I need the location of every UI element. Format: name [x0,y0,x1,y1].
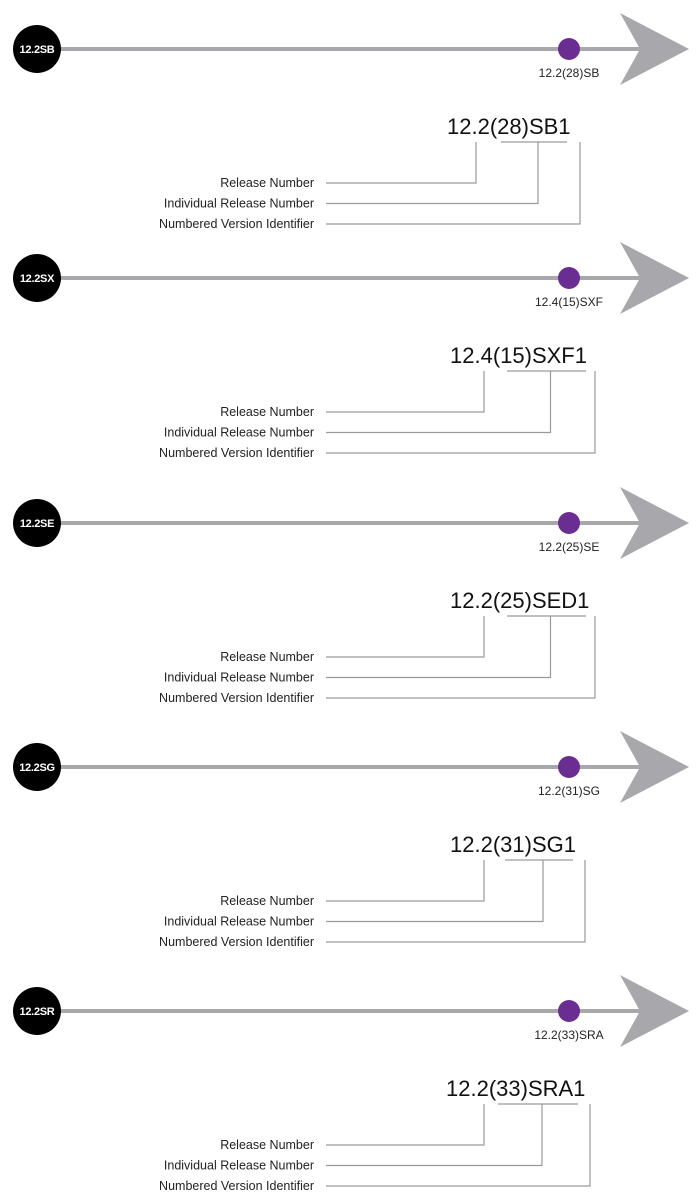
release-marker-dot [558,38,580,60]
arrow-head-icon [620,242,689,314]
release-marker-dot [558,756,580,778]
legend-release-number: Release Number [220,894,314,908]
legend-individual-release-number: Individual Release Number [164,197,314,211]
legend-numbered-version-identifier: Numbered Version Identifier [159,446,314,460]
train-label: 12.2SB [20,44,55,56]
train-label: 12.2SG [19,762,55,774]
bracket-numbered-version-identifier [326,142,581,225]
version-string: 12.2(31)SG1 [450,832,576,857]
version-string: 12.2(28)SB1 [447,114,571,139]
legend-release-number: Release Number [220,176,314,190]
train-circle [13,254,61,302]
bracket-individual-release-number [326,616,552,679]
legend-individual-release-number: Individual Release Number [164,1159,314,1173]
release-marker-label: 12.2(25)SE [539,540,600,554]
legend-release-number: Release Number [220,1138,314,1152]
bracket-numbered-version-identifier [326,616,596,699]
version-string: 12.2(25)SED1 [450,588,589,613]
bracket-numbered-version-identifier [326,1104,591,1187]
bracket-numbered-version-identifier [326,371,596,454]
legend-individual-release-number: Individual Release Number [164,915,314,929]
bracket-numbered-version-identifier [326,860,586,943]
train-circle [13,499,61,547]
bracket-individual-release-number [326,142,539,205]
arrow-head-icon [620,975,689,1047]
bracket-release-number [326,1104,485,1146]
bracket-individual-release-number [326,371,552,434]
train-label: 12.2SR [20,1006,55,1018]
train-label: 12.2SE [20,518,54,530]
legend-numbered-version-identifier: Numbered Version Identifier [159,935,314,949]
bracket-release-number [326,371,485,413]
train-label: 12.2SX [20,273,55,285]
arrow-head-icon [620,13,689,85]
version-string: 12.2(33)SRA1 [446,1076,585,1101]
bracket-individual-release-number [326,860,544,923]
release-marker-dot [558,1000,580,1022]
train-circle [13,743,61,791]
arrow-head-icon [620,487,689,559]
bracket-release-number [326,860,485,902]
release-marker-dot [558,267,580,289]
release-marker-label: 12.2(31)SG [538,784,600,798]
train-circle [13,25,61,73]
release-marker-label: 12.4(15)SXF [535,295,603,309]
bracket-release-number [326,142,477,184]
release-marker-label: 12.2(33)SRA [534,1028,603,1042]
train-circle [13,987,61,1035]
legend-individual-release-number: Individual Release Number [164,426,314,440]
legend-release-number: Release Number [220,650,314,664]
arrow-head-icon [620,731,689,803]
release-marker-dot [558,512,580,534]
bracket-individual-release-number [326,1104,543,1167]
legend-numbered-version-identifier: Numbered Version Identifier [159,691,314,705]
bracket-release-number [326,616,485,658]
legend-individual-release-number: Individual Release Number [164,671,314,685]
version-string: 12.4(15)SXF1 [450,343,587,368]
legend-numbered-version-identifier: Numbered Version Identifier [159,1179,314,1193]
legend-release-number: Release Number [220,405,314,419]
legend-numbered-version-identifier: Numbered Version Identifier [159,217,314,231]
release-marker-label: 12.2(28)SB [539,66,600,80]
